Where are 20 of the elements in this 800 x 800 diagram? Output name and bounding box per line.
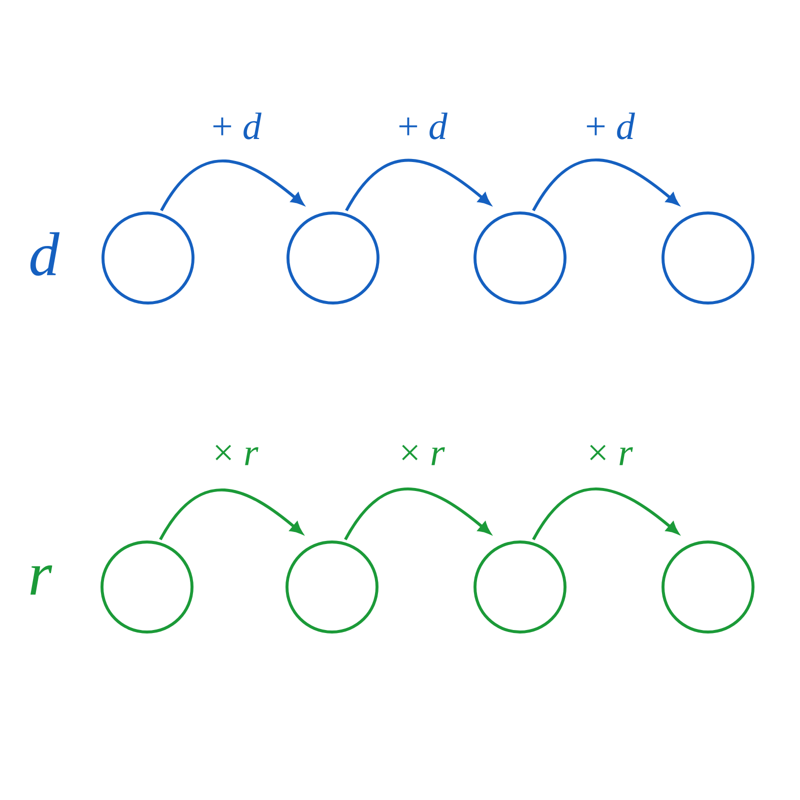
edge-label: × r [402,444,445,466]
edge-label: × r [216,444,258,466]
arrow [159,488,302,540]
edge-label: + d [399,112,448,140]
arrow [532,488,678,540]
circle [662,212,754,304]
circle [102,212,194,304]
circle [662,540,754,634]
circle [286,212,380,304]
edge-label: + d [213,112,262,140]
arrow [344,488,490,540]
circle [286,540,378,634]
edge-label: × r [590,444,633,466]
arrow [532,158,678,212]
arrow [160,160,304,212]
arrow [345,158,490,212]
circle [100,540,194,634]
circle [474,540,566,634]
circle [474,212,566,304]
edge-label: + d [586,112,635,140]
